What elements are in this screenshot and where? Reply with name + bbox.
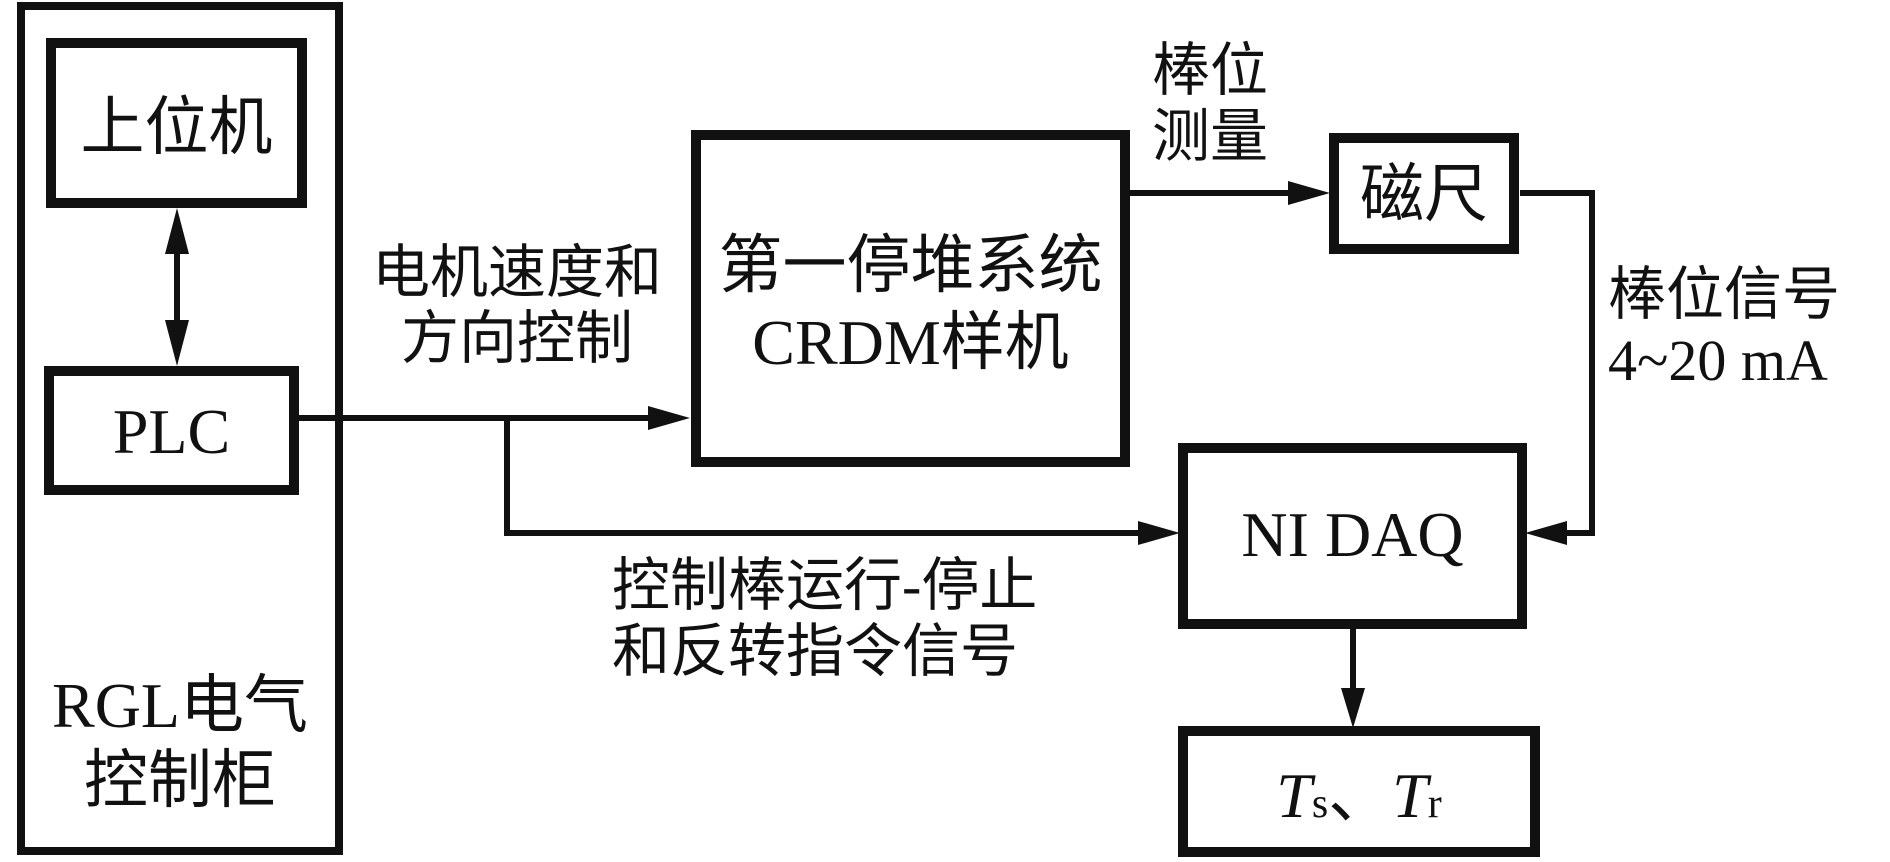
plc-label: PLC bbox=[112, 396, 231, 467]
motor-control-label-line2: 方向控制 bbox=[400, 306, 633, 371]
crdm-prototype-block: 第一停堆系统 CRDM样机 bbox=[691, 130, 1130, 467]
run-stop-reverse-line2: 和反转指令信号 bbox=[612, 619, 1019, 684]
plc-to-daq-line bbox=[504, 418, 1140, 536]
crdm-label-line2: CRDM样机 bbox=[752, 307, 1069, 378]
run-stop-reverse-line1: 控制棒运行-停止 bbox=[612, 553, 1038, 618]
arrow-into-crdm bbox=[648, 406, 690, 430]
ts-subscript: s bbox=[1311, 781, 1329, 827]
host-computer-block: 上位机 bbox=[46, 38, 307, 208]
rod-position-signal-label: 棒位信号 4~20 mA bbox=[1608, 262, 1840, 394]
rod-position-signal-line1: 棒位信号 bbox=[1608, 262, 1841, 327]
cabinet-block: RGL电气 控制柜 bbox=[17, 2, 343, 855]
crdm-label-line1: 第一停堆系统 bbox=[718, 230, 1103, 301]
motor-control-label-line1: 电机速度和 bbox=[371, 240, 662, 305]
host-computer-label: 上位机 bbox=[80, 92, 273, 163]
cabinet-label-line1: RGL电气 bbox=[52, 670, 308, 741]
tr-symbol: T bbox=[1392, 760, 1428, 831]
cabinet-label-line2: 控制柜 bbox=[84, 745, 276, 816]
rod-position-measure-line2: 测量 bbox=[1152, 104, 1269, 169]
plc-block: PLC bbox=[44, 366, 299, 495]
arrow-down-to-plc bbox=[165, 320, 189, 366]
separator: 、 bbox=[1328, 760, 1393, 831]
magnetic-scale-block: 磁尺 bbox=[1329, 133, 1519, 254]
ts-symbol: T bbox=[1276, 760, 1312, 831]
tr-subscript: r bbox=[1427, 781, 1442, 827]
arrow-into-daq-left bbox=[1138, 521, 1180, 545]
arrow-up-to-host bbox=[165, 208, 189, 254]
magnetic-scale-label: 磁尺 bbox=[1360, 159, 1488, 230]
rod-position-measure-line1: 棒位 bbox=[1152, 38, 1269, 103]
scale-to-daq-line bbox=[1520, 190, 1595, 536]
ni-daq-block: NI DAQ bbox=[1178, 443, 1527, 629]
arrow-into-scale bbox=[1288, 181, 1330, 205]
arrow-into-output bbox=[1341, 688, 1365, 728]
ni-daq-label: NI DAQ bbox=[1241, 499, 1464, 570]
rod-position-signal-line2: 4~20 mA bbox=[1608, 328, 1828, 393]
output-block: Ts、Tr bbox=[1178, 726, 1540, 857]
arrow-into-daq-right bbox=[1525, 521, 1567, 545]
run-stop-reverse-signal-label: 控制棒运行-停止 和反转指令信号 bbox=[612, 553, 1037, 685]
rod-position-measure-label: 棒位 测量 bbox=[1152, 38, 1268, 170]
motor-control-label: 电机速度和 方向控制 bbox=[352, 240, 682, 372]
output-label: Ts、Tr bbox=[1188, 760, 1530, 840]
